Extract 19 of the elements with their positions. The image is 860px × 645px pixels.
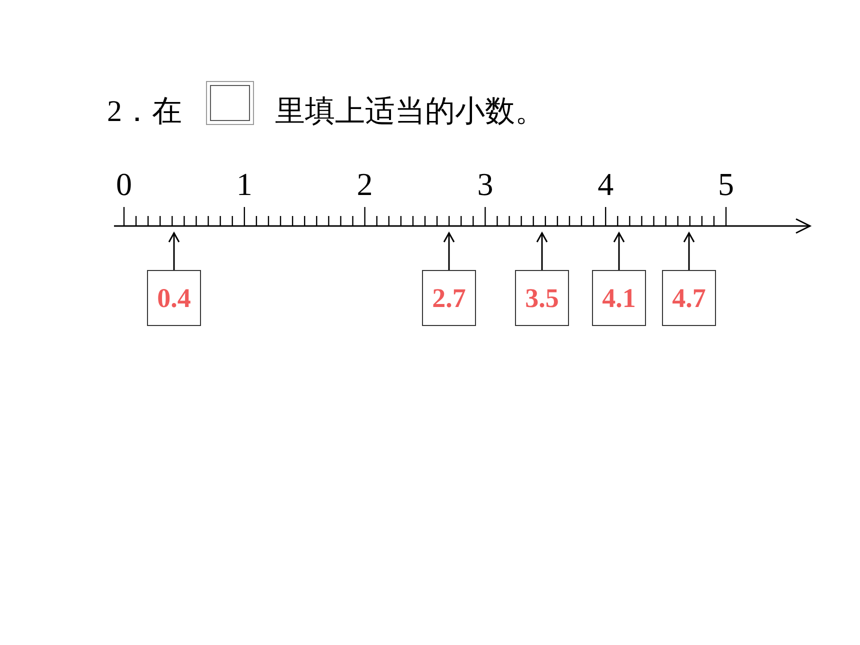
- answer-box: 2.7: [422, 270, 476, 326]
- tick-label: 5: [718, 168, 734, 200]
- arrow: [443, 232, 455, 270]
- answer-box: 4.1: [592, 270, 646, 326]
- question-text: 里填上适当的小数。: [275, 96, 545, 128]
- answer-box: 4.7: [662, 270, 716, 326]
- tick-label: 4: [598, 168, 614, 200]
- tick-label: 0: [116, 168, 132, 200]
- question-text: 2．在: [107, 96, 182, 128]
- answer-box: 3.5: [515, 270, 569, 326]
- tick-label: 3: [477, 168, 494, 200]
- tick-label: 1: [236, 168, 252, 200]
- arrow: [683, 232, 695, 270]
- arrow: [168, 232, 180, 270]
- answer-box: [206, 81, 254, 125]
- tick-label: 2: [356, 168, 373, 200]
- answer-box: 0.4: [147, 270, 201, 326]
- arrow: [536, 232, 548, 270]
- arrow: [613, 232, 625, 270]
